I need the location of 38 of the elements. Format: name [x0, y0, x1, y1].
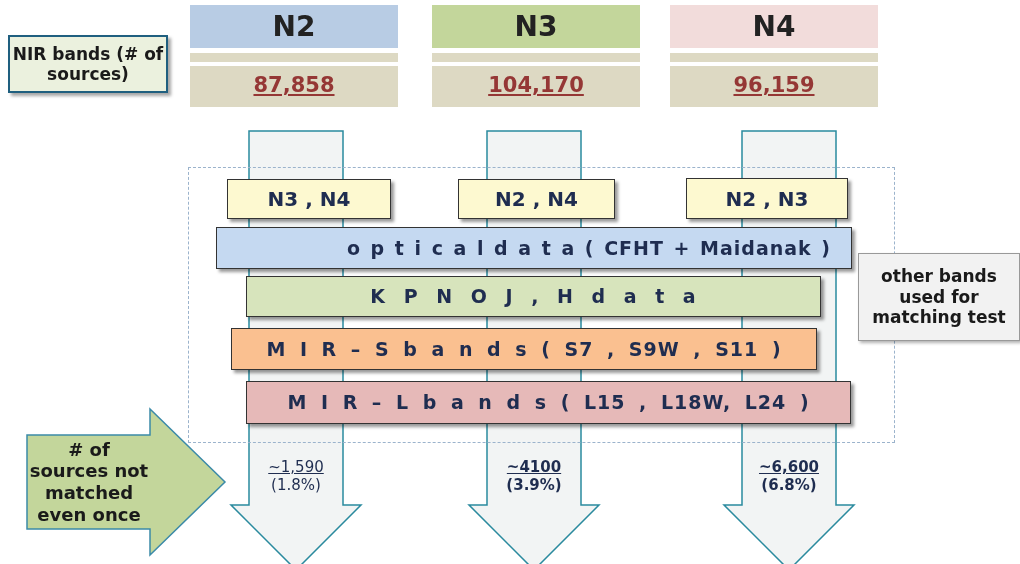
- pair-box: [227, 179, 391, 219]
- band-bar: [231, 328, 817, 370]
- count-text: ~6,600: [759, 458, 819, 476]
- count-text: 96,159: [733, 73, 815, 99]
- count-box: [670, 53, 878, 107]
- arrow-text: # of sources not matched even once: [28, 438, 150, 526]
- band-label: M I R – L b a n d s ( L15 , L18W, L24 ): [287, 391, 810, 414]
- count-text: 87,858: [253, 73, 335, 99]
- count-box: [190, 53, 398, 107]
- pair-box: [686, 178, 848, 219]
- pair-box: [458, 179, 615, 219]
- band-header: [432, 5, 640, 48]
- band-label: o p t i c a l d a t a ( CFHT + Maidanak ): [346, 236, 832, 260]
- pair-label: N3 , N4: [267, 187, 351, 211]
- right-block-arrow: [26, 408, 226, 556]
- note-text: other bands used for matching test: [871, 266, 1007, 328]
- header-text: N4: [752, 9, 796, 44]
- band-header: [190, 5, 398, 48]
- count-text: ~4100: [506, 458, 562, 476]
- count-text: ~1,590: [268, 458, 324, 476]
- band-bar: [246, 381, 851, 424]
- note-box: [858, 253, 1020, 341]
- band-label: M I R – S b a n d s ( S7 , S9W , S11 ): [266, 337, 782, 361]
- percent-text: (6.8%): [761, 476, 817, 494]
- pair-label: N2 , N4: [495, 187, 578, 211]
- band-label: K P N O J , H d a t a: [370, 285, 697, 308]
- header-text: N3: [514, 9, 558, 44]
- header-text: N2: [272, 9, 316, 44]
- count-box: [432, 53, 640, 107]
- label-text: NIR bands (# of sources): [11, 43, 165, 85]
- pair-label: N2 , N3: [725, 186, 809, 211]
- percent-text: (3.9%): [506, 476, 562, 494]
- band-bar: [216, 227, 852, 269]
- label-box: [8, 35, 168, 93]
- count-text: 104,170: [488, 73, 584, 99]
- band-header: [670, 5, 878, 48]
- band-bar: [246, 276, 821, 317]
- percent-text: (1.8%): [271, 476, 321, 494]
